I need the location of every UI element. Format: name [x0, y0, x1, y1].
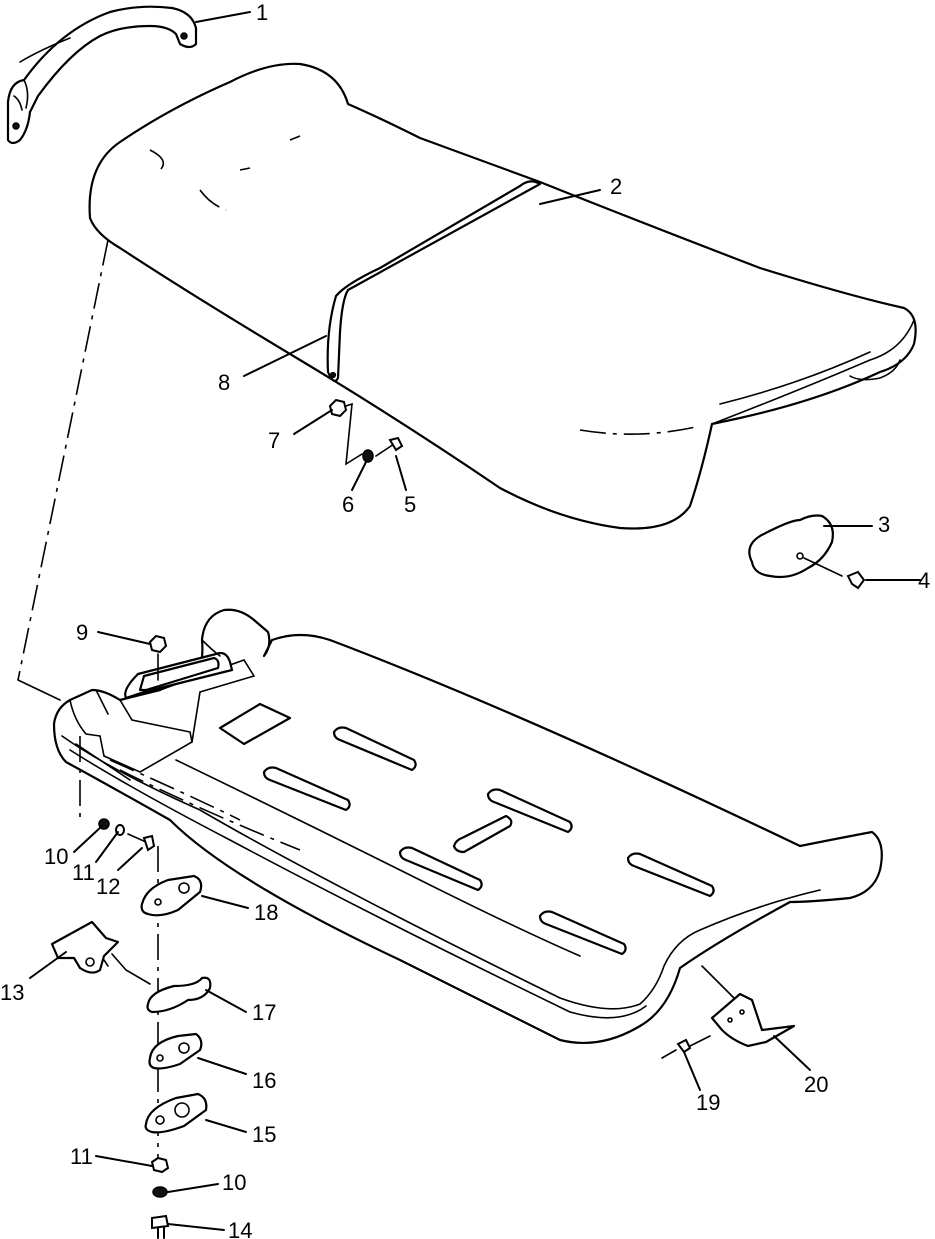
callout-9: 9 [76, 620, 88, 645]
callout-leaders [29, 11, 921, 1231]
callout-11b: 11 [70, 1144, 93, 1169]
callout-10a: 10 [44, 844, 68, 869]
nut-11 [150, 1156, 170, 1174]
nut-9 [148, 634, 168, 654]
callout-18: 18 [254, 900, 278, 925]
callout-6: 6 [342, 492, 354, 517]
seat-cushion [88, 62, 917, 530]
callout-16: 16 [252, 1068, 276, 1093]
alignment-line-end [17, 679, 61, 701]
callout-4: 4 [918, 568, 930, 593]
callout-19: 19 [696, 1090, 720, 1115]
plate-18 [140, 874, 203, 917]
callout-14: 14 [228, 1218, 252, 1239]
grab-handle [6, 5, 198, 145]
callout-20: 20 [804, 1072, 828, 1097]
rear-bracket [661, 965, 796, 1059]
callout-8: 8 [218, 370, 230, 395]
callout-2: 2 [610, 174, 622, 199]
hinge-stack [140, 846, 212, 1239]
seat-base-pan [52, 608, 883, 1045]
clip-17 [146, 976, 212, 1014]
callout-12: 12 [96, 874, 120, 899]
latch [50, 920, 151, 985]
callout-15: 15 [252, 1122, 276, 1147]
alignment-line [17, 239, 109, 681]
callout-10b: 10 [222, 1170, 246, 1195]
callout-5: 5 [404, 492, 416, 517]
callout-11a: 11 [72, 860, 95, 885]
strap-hardware [328, 398, 404, 466]
callout-7: 7 [268, 428, 280, 453]
seat-strap [326, 180, 542, 382]
callout-17: 17 [252, 1000, 276, 1025]
callout-13: 13 [0, 980, 24, 1005]
callout-3: 3 [878, 512, 890, 537]
hinge-hardware [79, 736, 156, 852]
bolt-14 [151, 1214, 170, 1230]
callout-1: 1 [256, 0, 268, 25]
